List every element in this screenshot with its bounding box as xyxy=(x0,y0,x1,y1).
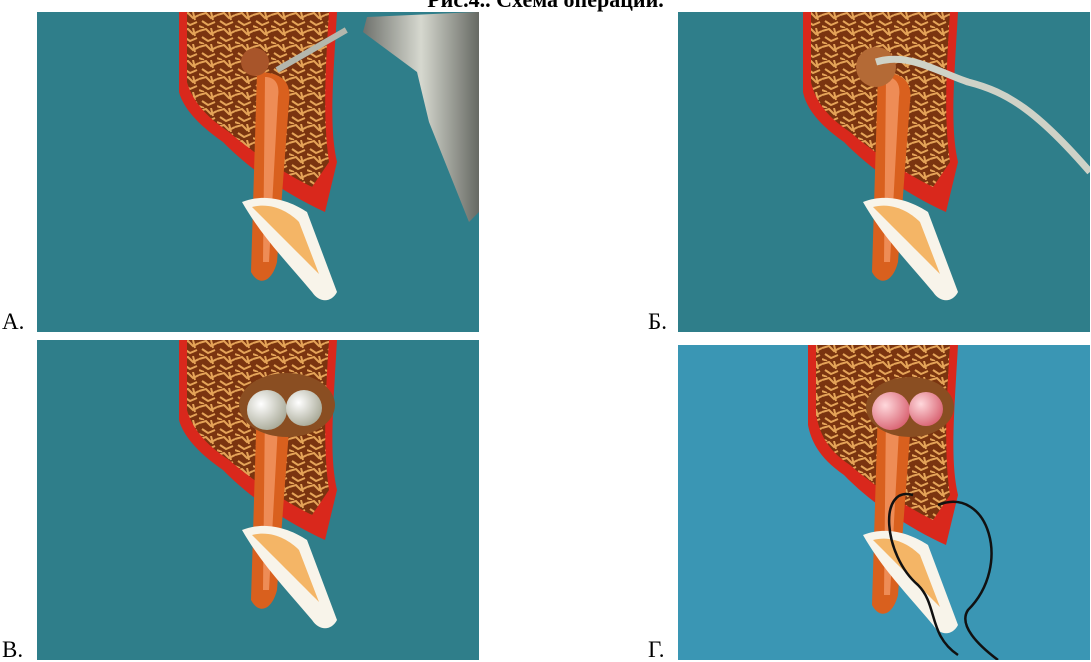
graft-granule-1 xyxy=(247,390,287,430)
panel-c-illustration xyxy=(37,340,479,660)
panel-b-illustration xyxy=(678,12,1090,332)
panel-label-b: Б. xyxy=(648,310,667,334)
panel-a-illustration xyxy=(37,12,479,332)
drill-site xyxy=(241,48,269,76)
bone-cavity xyxy=(856,47,896,87)
graft-granule-2 xyxy=(909,392,943,426)
graft-granule-2 xyxy=(286,390,322,426)
panel-label-a: А. xyxy=(2,310,24,334)
graft-granule-1 xyxy=(872,392,910,430)
panel-d-illustration xyxy=(678,345,1090,660)
panel-label-d: Г. xyxy=(648,638,664,662)
panel-label-c: В. xyxy=(2,638,23,662)
